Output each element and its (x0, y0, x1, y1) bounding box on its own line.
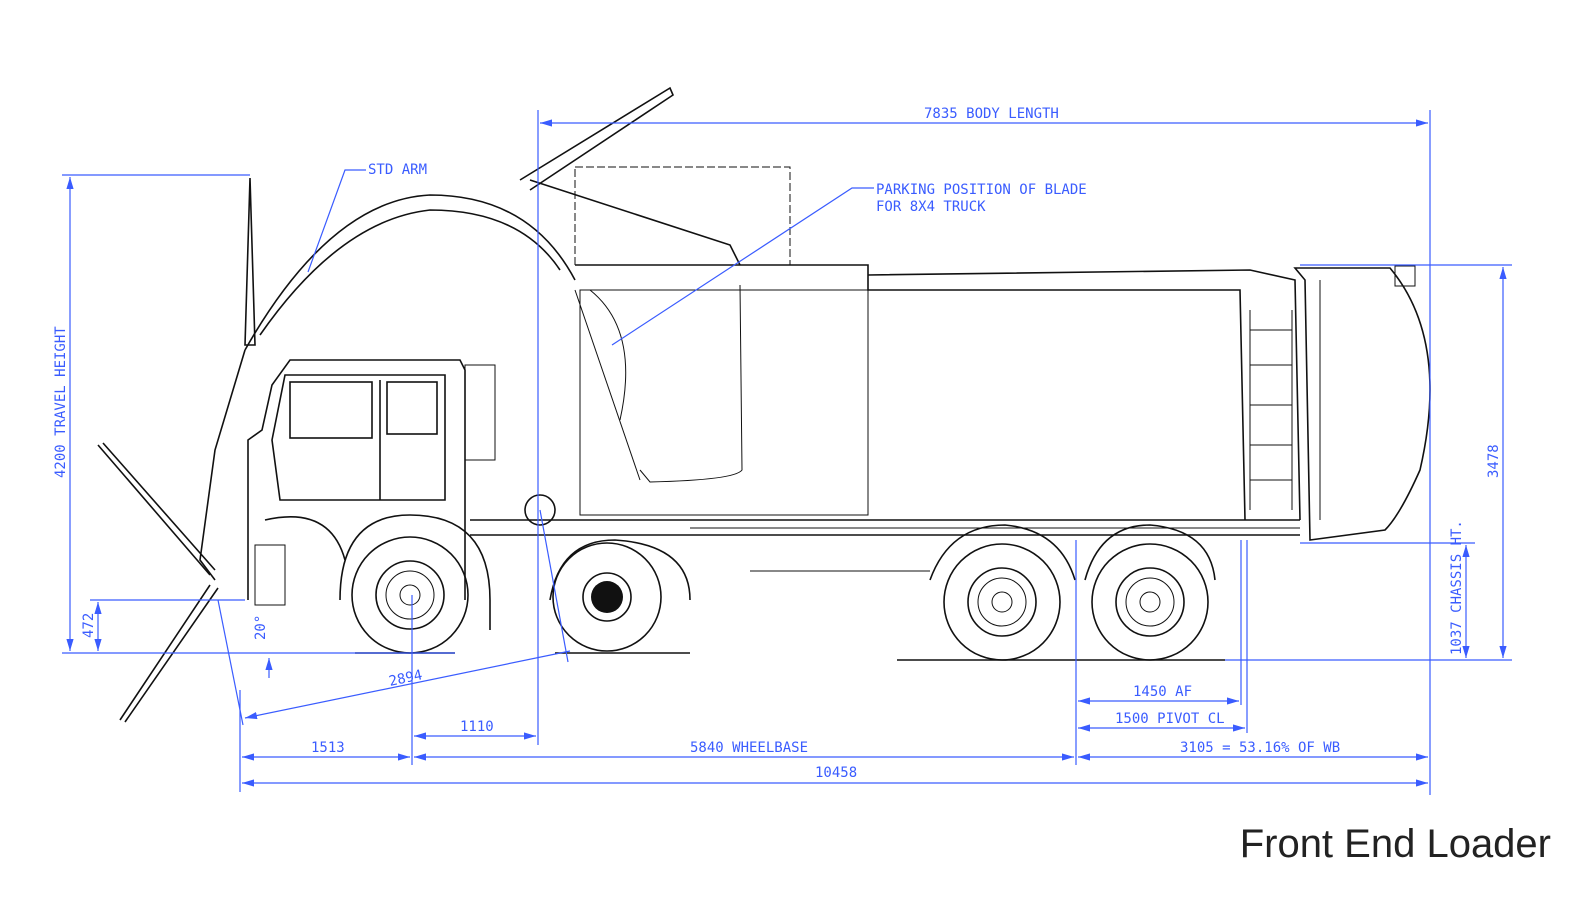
drawing-title: Front End Loader (1239, 822, 1551, 866)
front-overhang-label: 1513 (311, 740, 345, 756)
body-length-label: 7835 BODY LENGTH (924, 106, 1059, 122)
parking-label-line2: FOR 8X4 TRUCK (876, 199, 986, 215)
front-wheel (351, 536, 469, 654)
angle-label: 20° (253, 615, 269, 640)
truck-outline (97, 86, 1431, 723)
fork-height-label: 472 (81, 613, 97, 638)
overall-length-label: 10458 (815, 765, 857, 781)
rear-overhang-label: 3105 = 53.16% OF WB (1180, 740, 1340, 756)
std-arm-label: STD ARM (368, 162, 427, 178)
dimensions: 7835 BODY LENGTH STD ARM PARKING POSITIO… (53, 106, 1512, 795)
pusher-axle-wheel (552, 542, 662, 652)
reach-label: 2894 (388, 667, 424, 690)
axle-to-arm-label: 1110 (460, 719, 494, 735)
wheelbase-label: 5840 WHEELBASE (690, 740, 808, 756)
af-label: 1450 AF (1133, 684, 1192, 700)
rear-wheel-2 (1091, 543, 1209, 661)
parking-label-line1: PARKING POSITION OF BLADE (876, 182, 1087, 198)
travel-height-label: 4200 TRAVEL HEIGHT (53, 326, 69, 478)
pivot-label: 1500 PIVOT CL (1115, 711, 1225, 727)
overall-height-label: 3478 (1486, 444, 1502, 478)
rear-wheel-1 (943, 543, 1061, 661)
chassis-height-label: 1037 CHASSIS HT. (1449, 520, 1465, 655)
